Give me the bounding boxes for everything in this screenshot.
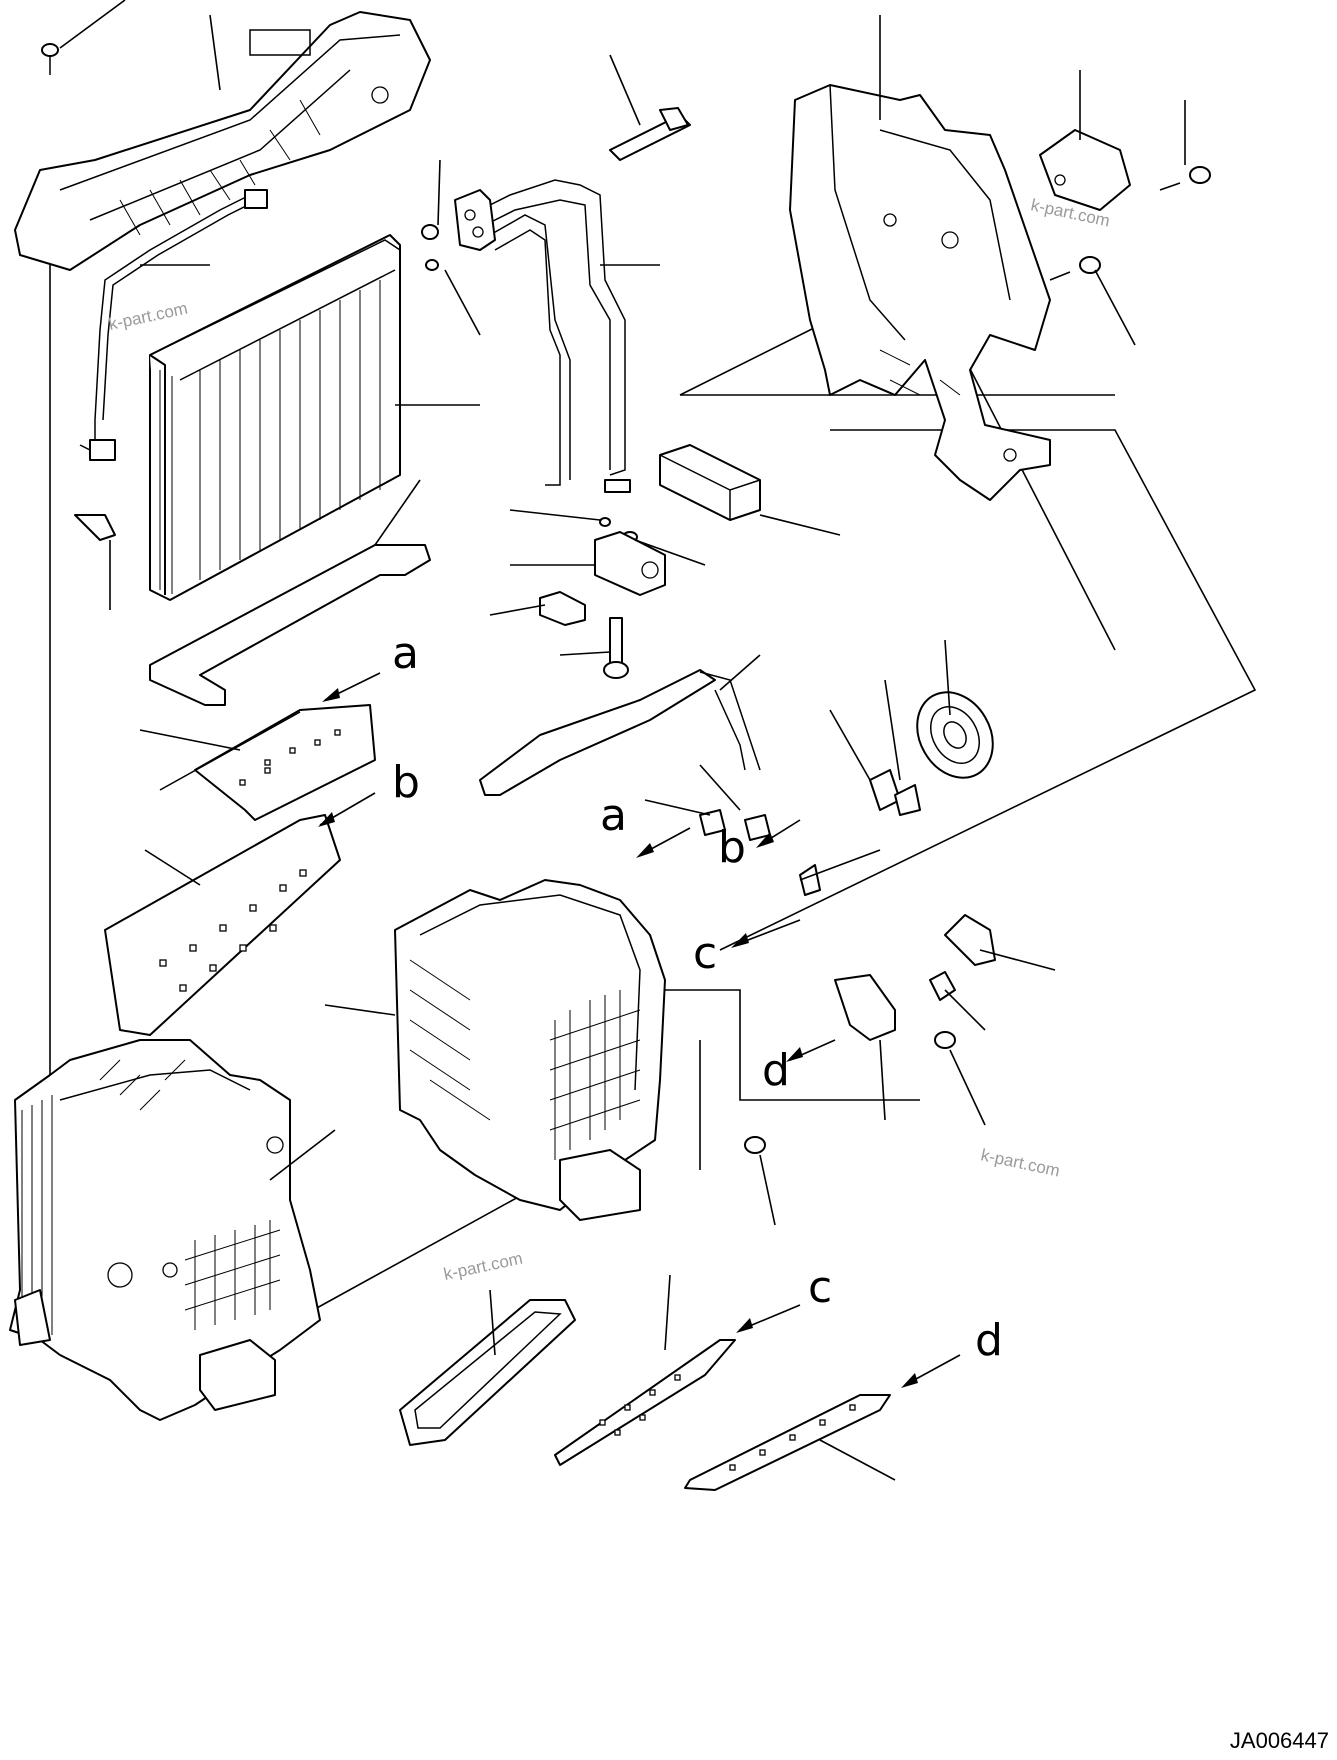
filter-plate-c [554, 1339, 736, 1466]
part-leaders [59, 0, 1186, 1481]
callout-b-upper: b [392, 757, 420, 808]
actuator-parts-right [799, 864, 996, 1041]
reference-arrows [318, 672, 961, 1388]
pipe-clamp [539, 591, 586, 626]
door-link-lever [479, 669, 761, 796]
watermark-4: k-part.com [442, 1249, 524, 1284]
upper-right-housing [789, 84, 1051, 501]
filter-plate-d [684, 1394, 891, 1491]
callout-a-lower: a [600, 790, 627, 841]
mode-servo-motor [1039, 129, 1131, 211]
refrigerant-pipes [454, 179, 631, 493]
callout-c-lower: c [808, 1262, 832, 1313]
callout-d-lower: d [975, 1315, 1003, 1366]
watermark-1: k-part.com [107, 299, 189, 334]
filter-plate-b [104, 814, 341, 1036]
drain-bolt [603, 617, 629, 679]
screw-top-left [41, 43, 59, 75]
evaporator-seal [149, 544, 431, 706]
heater-unit-case [394, 879, 666, 1221]
blower-unit-case [9, 1039, 321, 1421]
link-pins [699, 769, 921, 841]
evaporator-core [149, 234, 401, 601]
callout-d-mid: d [762, 1045, 790, 1096]
upper-air-duct [14, 11, 431, 271]
sensor-harness [79, 189, 268, 461]
filter-plate-a [159, 704, 376, 821]
harness-clip [74, 514, 116, 541]
duct-gasket [399, 1299, 576, 1446]
mounting-bolt-top [609, 107, 691, 161]
watermark-3: k-part.com [979, 1145, 1061, 1180]
expansion-valve [594, 531, 666, 596]
callout-b-lower: b [718, 822, 746, 873]
callout-a-upper: a [392, 628, 419, 679]
housing-screws [744, 166, 1211, 1154]
seal-sponge [659, 444, 761, 521]
callout-c-mid: c [693, 928, 717, 979]
drawing-id: JA006447 [1229, 1728, 1329, 1753]
blower-damper-disc [916, 691, 994, 779]
